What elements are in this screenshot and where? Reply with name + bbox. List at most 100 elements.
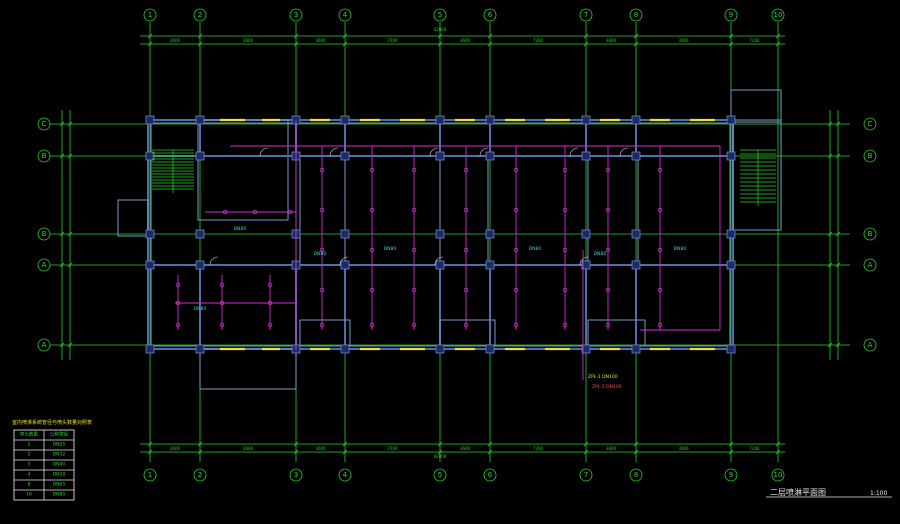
column — [195, 151, 205, 161]
column — [340, 115, 350, 125]
sprinkler-head — [369, 322, 375, 328]
sprinkler-head — [175, 322, 181, 328]
column — [485, 344, 495, 354]
bubble-circle — [724, 468, 738, 482]
bubble-circle — [483, 8, 497, 22]
segment-dim-bottom-1: 3600 — [170, 446, 181, 451]
room-label-4: DN80 — [674, 246, 687, 252]
column — [145, 260, 155, 270]
axis-bubble-8-bottom: 8 — [629, 468, 643, 482]
bubble-label: 3 — [294, 471, 298, 479]
sprinkler-head — [319, 247, 325, 253]
legend-value: 3 — [28, 462, 31, 468]
bubble-label: 8 — [634, 471, 638, 479]
sprinkler-head — [369, 247, 375, 253]
sprinkler-head — [463, 207, 469, 213]
overall-dim-bottom: 42000 — [434, 454, 447, 459]
dim-tick — [633, 441, 639, 447]
segment-dim-bottom-8: 3600 — [678, 446, 689, 451]
bubble-circle — [629, 468, 643, 482]
legend-header: 公称管径 — [50, 431, 68, 438]
legend-value: DN40 — [53, 462, 66, 468]
bubble-circle — [338, 468, 352, 482]
bubble-circle — [433, 8, 447, 22]
column — [340, 344, 350, 354]
axis-bubble-4-top: 4 — [338, 8, 352, 22]
dim-tick — [487, 441, 493, 447]
door-4 — [569, 147, 579, 157]
bubble-circle — [37, 227, 51, 241]
sprinkler-head — [267, 322, 273, 328]
segment-dim-3: 3600 — [315, 38, 326, 43]
dim-tick — [293, 441, 299, 447]
column — [631, 344, 641, 354]
column — [726, 344, 736, 354]
bubble-circle — [863, 258, 877, 272]
segment-dim-5: 3600 — [460, 38, 471, 43]
column — [195, 260, 205, 270]
dim-tick — [775, 41, 781, 47]
column — [195, 229, 205, 239]
bubble-label: C — [42, 120, 47, 128]
segment-dim-bottom-7: 3600 — [606, 446, 617, 451]
sprinkler-head — [411, 167, 417, 173]
column — [726, 151, 736, 161]
sprinkler-head — [513, 322, 519, 328]
drawing-scale: 1:100 — [870, 490, 887, 497]
bubble-label: 10 — [774, 11, 783, 19]
dim-tick — [342, 41, 348, 47]
dim-tick — [147, 41, 153, 47]
dim-tick — [342, 33, 348, 39]
bubble-label: B — [868, 152, 873, 160]
bubble-label: 7 — [584, 471, 588, 479]
column — [581, 115, 591, 125]
sprinkler-head — [222, 209, 228, 215]
segment-dim-6: 7200 — [533, 38, 544, 43]
legend-value: 4 — [28, 472, 31, 478]
sprinkler-head — [319, 287, 325, 293]
dim-tick — [633, 33, 639, 39]
axis-bubble-5-bottom: 5 — [433, 468, 447, 482]
door-2 — [429, 147, 439, 157]
sprinkler-head — [657, 287, 663, 293]
column — [581, 151, 591, 161]
legend-value: DN50 — [53, 472, 66, 478]
bubble-circle — [37, 117, 51, 131]
axis-bubble-B-2-left: B — [37, 227, 51, 241]
sprinkler-head — [605, 322, 611, 328]
bubble-circle — [433, 468, 447, 482]
bubble-label: 5 — [438, 471, 442, 479]
sprinkler-head — [252, 209, 258, 215]
column — [726, 115, 736, 125]
dim-tick — [67, 153, 73, 159]
column — [435, 229, 445, 239]
sprinkler-head — [369, 287, 375, 293]
bubble-label: C — [868, 120, 873, 128]
door-6 — [339, 256, 349, 266]
dim-tick — [827, 231, 833, 237]
sprinkler-head — [463, 247, 469, 253]
small-room-0 — [299, 319, 351, 347]
column — [726, 229, 736, 239]
axis-bubble-5-top: 5 — [433, 8, 447, 22]
dim-tick — [835, 121, 841, 127]
column — [435, 115, 445, 125]
column — [485, 260, 495, 270]
column — [581, 344, 591, 354]
column — [435, 151, 445, 161]
legend-value: 1 — [28, 442, 31, 448]
sprinkler-head — [605, 247, 611, 253]
bubble-label: 6 — [488, 11, 493, 19]
axis-bubble-7-top: 7 — [579, 8, 593, 22]
sprinkler-head — [463, 167, 469, 173]
bubble-label: 9 — [729, 471, 733, 479]
dim-tick — [583, 41, 589, 47]
sprinkler-head — [319, 322, 325, 328]
axis-bubble-6-bottom: 6 — [483, 468, 497, 482]
dim-tick — [633, 41, 639, 47]
dim-tick — [59, 121, 65, 127]
axis-bubble-C-0-right: C — [863, 117, 877, 131]
axis-bubble-B-1-right: B — [863, 149, 877, 163]
